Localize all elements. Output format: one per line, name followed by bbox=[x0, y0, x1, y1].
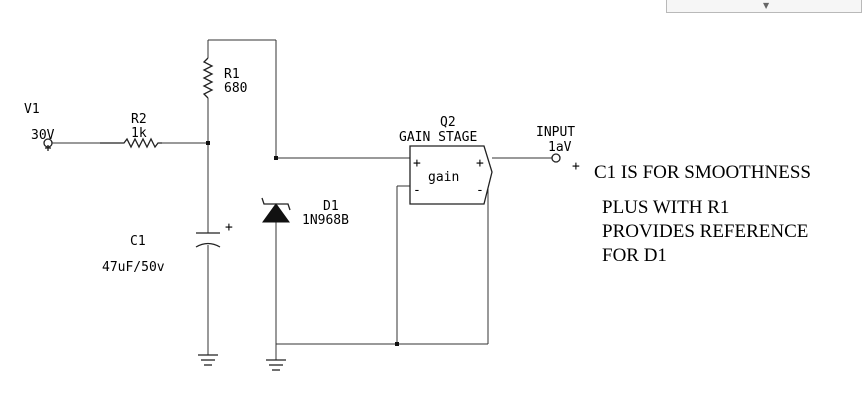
r2-name: R2 bbox=[131, 112, 147, 127]
d1-triangle-icon bbox=[262, 203, 290, 223]
c1-value: 47uF/50v bbox=[102, 260, 165, 275]
v1-name: V1 bbox=[24, 102, 40, 117]
input-terminal-icon bbox=[551, 153, 561, 163]
r2-value: 1k bbox=[131, 126, 147, 141]
r1-resistor[interactable]: R1 680 bbox=[202, 57, 247, 99]
v1-value: 30V bbox=[31, 128, 55, 143]
q2-gain-stage[interactable]: + - + - gain Q2 GAIN STAGE bbox=[399, 115, 493, 205]
r2-resistor[interactable]: R2 1k bbox=[100, 112, 162, 149]
r2-zigzag-icon bbox=[100, 137, 162, 149]
q2-plus-in: + bbox=[413, 156, 421, 171]
c1-name: C1 bbox=[130, 234, 146, 249]
q2-block-label: gain bbox=[428, 170, 459, 185]
d1-zener[interactable]: D1 1N968B bbox=[261, 197, 349, 228]
note-line-3: PROVIDES REFERENCE bbox=[602, 221, 808, 242]
d1-name: D1 bbox=[323, 199, 339, 214]
q2-name: Q2 bbox=[440, 115, 456, 130]
r1-value: 680 bbox=[224, 81, 247, 96]
c1-plate-curved bbox=[195, 242, 221, 248]
input-terminal[interactable]: + INPUT 1aV bbox=[536, 125, 580, 174]
note-line-1: C1 IS FOR SMOOTHNESS bbox=[594, 162, 811, 183]
dropdown-arrow-icon[interactable]: ▼ bbox=[763, 1, 770, 10]
ground-d1 bbox=[266, 359, 286, 371]
q2-block-outline bbox=[409, 145, 493, 205]
r1-name: R1 bbox=[224, 67, 240, 82]
note-line-4: FOR D1 bbox=[602, 245, 667, 266]
note-line-2: PLUS WITH R1 bbox=[602, 197, 729, 218]
junction-bottom bbox=[395, 342, 399, 346]
d1-value: 1N968B bbox=[302, 213, 349, 228]
dropdown-widget[interactable]: ▼ bbox=[666, 0, 862, 13]
junctions bbox=[206, 141, 399, 346]
annotation-notes: C1 IS FOR SMOOTHNESS PLUS WITH R1 PROVID… bbox=[594, 162, 811, 266]
r1-zigzag-icon bbox=[202, 57, 214, 99]
c1-capacitor[interactable]: + C1 47uF/50v bbox=[102, 220, 233, 275]
v1-source[interactable]: V1 30V bbox=[24, 102, 55, 151]
input-name: INPUT bbox=[536, 125, 575, 140]
d1-cathode-bar bbox=[261, 197, 291, 211]
input-plus-sign: + bbox=[572, 159, 580, 174]
q2-minus-in: - bbox=[413, 183, 421, 198]
q2-minus-out: - bbox=[476, 183, 484, 198]
q2-desc: GAIN STAGE bbox=[399, 130, 477, 145]
c1-plus-sign: + bbox=[225, 220, 233, 235]
junction-r2-r1 bbox=[206, 141, 210, 145]
wires bbox=[52, 39, 552, 360]
q2-plus-out: + bbox=[476, 156, 484, 171]
input-value: 1aV bbox=[548, 140, 572, 155]
junction-zener bbox=[274, 156, 278, 160]
ground-c1 bbox=[198, 354, 218, 366]
